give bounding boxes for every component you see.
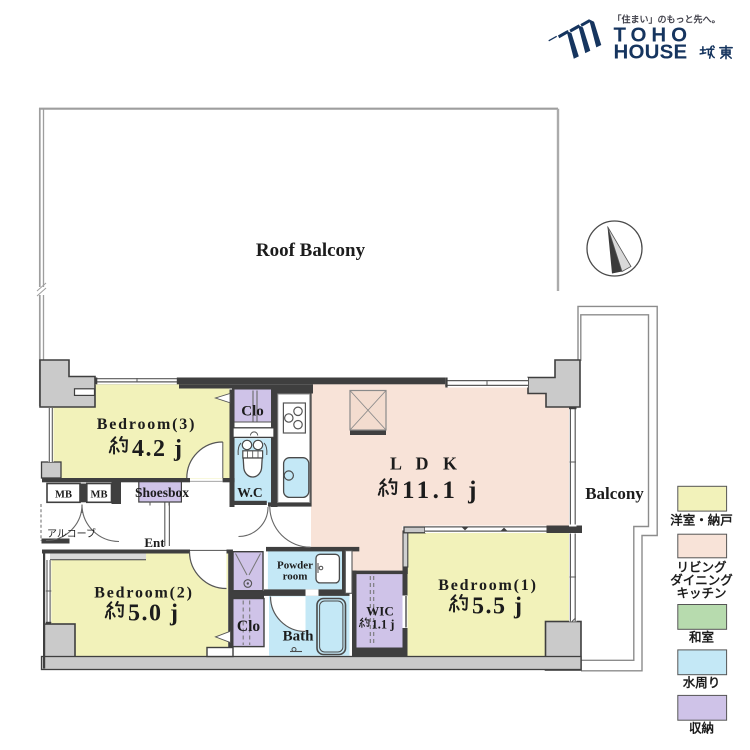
svg-text:水周り: 水周り bbox=[683, 675, 721, 690]
svg-text:Clo: Clo bbox=[241, 404, 264, 420]
svg-text:Bedroom(2): Bedroom(2) bbox=[94, 585, 193, 602]
svg-text:「住まい」のもっと先へ。: 「住まい」のもっと先へ。 bbox=[613, 14, 721, 25]
svg-text:MB: MB bbox=[91, 490, 108, 501]
svg-text:1.1 j: 1.1 j bbox=[372, 618, 395, 632]
svg-text:Bedroom(1): Bedroom(1) bbox=[438, 577, 537, 594]
svg-text:11.1 j: 11.1 j bbox=[402, 477, 480, 504]
svg-text:4.2 j: 4.2 j bbox=[132, 436, 184, 462]
svg-text:Ent: Ent bbox=[144, 535, 165, 550]
svg-text:room: room bbox=[283, 571, 308, 583]
svg-text:Shoesbox: Shoesbox bbox=[135, 485, 189, 500]
svg-text:洋室・納戸: 洋室・納戸 bbox=[670, 513, 733, 528]
svg-text:Bedroom(3): Bedroom(3) bbox=[97, 416, 196, 433]
svg-text:収納: 収納 bbox=[689, 721, 714, 736]
svg-text:Clo: Clo bbox=[237, 618, 261, 635]
svg-text:TOHO: TOHO bbox=[614, 23, 692, 46]
svg-text:MB: MB bbox=[55, 490, 72, 501]
svg-text:W.C: W.C bbox=[237, 485, 262, 500]
svg-text:HOUSE: HOUSE bbox=[614, 41, 688, 64]
svg-text:WIC: WIC bbox=[366, 604, 393, 619]
svg-text:Balcony: Balcony bbox=[585, 484, 644, 503]
svg-text:リビング: リビング bbox=[676, 560, 727, 575]
svg-text:Bath: Bath bbox=[283, 629, 315, 645]
svg-text:L D K: L D K bbox=[390, 454, 462, 474]
svg-text:ダイニング: ダイニング bbox=[670, 573, 733, 588]
svg-text:和室: 和室 bbox=[688, 630, 715, 645]
svg-text:Roof Balcony: Roof Balcony bbox=[256, 240, 366, 261]
svg-text:5.0 j: 5.0 j bbox=[128, 601, 180, 627]
svg-text:5.5 j: 5.5 j bbox=[472, 594, 524, 620]
svg-text:キッチン: キッチン bbox=[676, 587, 726, 601]
svg-text:Powder: Powder bbox=[277, 560, 313, 572]
svg-text:アルコーブ: アルコーブ bbox=[47, 527, 96, 540]
